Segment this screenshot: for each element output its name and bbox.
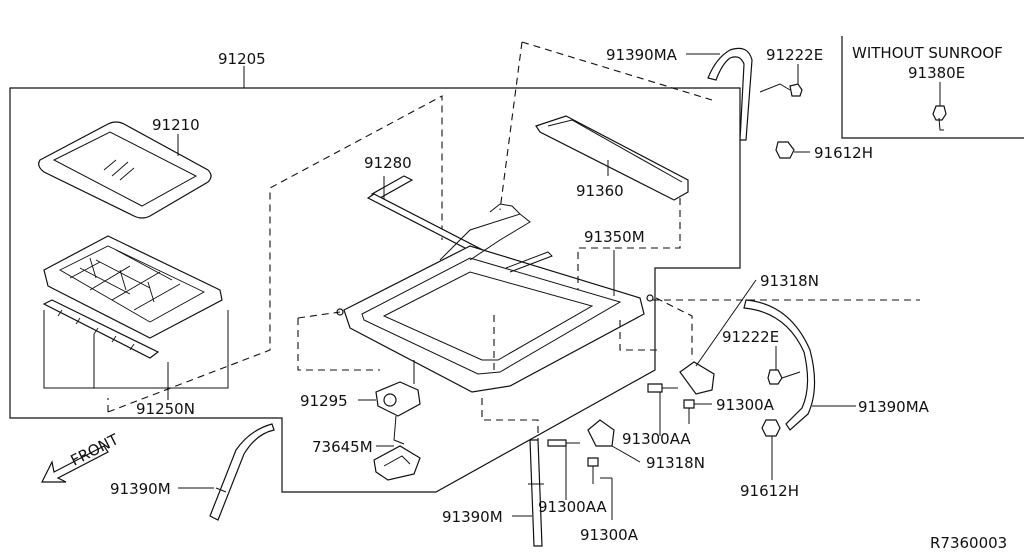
clip-91222e-top-icon [759, 83, 803, 97]
label-91390ma-right: 91390MA [858, 398, 930, 416]
inset-box [841, 36, 1024, 139]
label-91612h-bottom: 91612H [740, 482, 799, 500]
label-73645m: 73645M [312, 438, 373, 456]
label-91205: 91205 [218, 50, 266, 68]
frame-91250n [43, 235, 223, 339]
bolt-91300a-right [683, 399, 695, 424]
inset-title: WITHOUT SUNROOF [852, 44, 1003, 62]
wind-deflector-91360 [535, 115, 689, 201]
label-91222e-top: 91222E [766, 46, 823, 64]
bolt-91300aa-bottom [547, 439, 580, 447]
bolt-91300a-bottom [587, 457, 599, 484]
drain-hose-left [209, 423, 275, 521]
front-arrow-icon [41, 445, 109, 483]
label-91390m-bottom: 91390M [442, 508, 503, 526]
label-91390ma-top: 91390MA [606, 46, 678, 64]
label-91318n-top: 91318N [760, 272, 819, 290]
label-91318n-bottom: 91318N [646, 454, 705, 472]
inset-part-label: 91380E [908, 64, 965, 82]
label-91300aa-bottom: 91300AA [538, 498, 607, 516]
clip-91380e-icon [932, 105, 947, 131]
clip-91612h-bottom-icon [761, 419, 781, 437]
clip-91612h-top-icon [775, 141, 795, 159]
drain-hose-right [743, 299, 816, 431]
glass-panel-91210 [38, 121, 212, 219]
label-91250n: 91250N [136, 400, 195, 418]
label-91210: 91210 [152, 116, 200, 134]
bracket-91318n-top [679, 361, 715, 395]
label-91390m-left: 91390M [110, 480, 171, 498]
drain-hose-bottom [528, 439, 544, 547]
label-91360: 91360 [576, 182, 624, 200]
bracket-91318n-bottom [587, 419, 615, 447]
label-91222e-mid: 91222E [722, 328, 779, 346]
label-91300a-right: 91300A [716, 396, 775, 414]
drain-hose-top-right [707, 47, 753, 141]
clip-91222e-mid-icon [767, 369, 783, 385]
bolt-91300aa-right [647, 383, 678, 393]
motor-91295 [375, 381, 421, 445]
label-91612h-top: 91612H [814, 144, 873, 162]
label-91350m: 91350M [584, 228, 645, 246]
label-91300a-bottom: 91300A [580, 526, 639, 544]
shade-strip [42, 299, 160, 359]
label-91295: 91295 [300, 392, 348, 410]
assembly-bracket-91205 [9, 87, 741, 493]
label-91300aa-right: 91300AA [622, 430, 691, 448]
label-91280: 91280 [364, 154, 412, 172]
bracket-73645m [373, 445, 421, 481]
front-label: FRONT [68, 430, 123, 470]
diagram-id: R7360003 [930, 534, 1007, 552]
